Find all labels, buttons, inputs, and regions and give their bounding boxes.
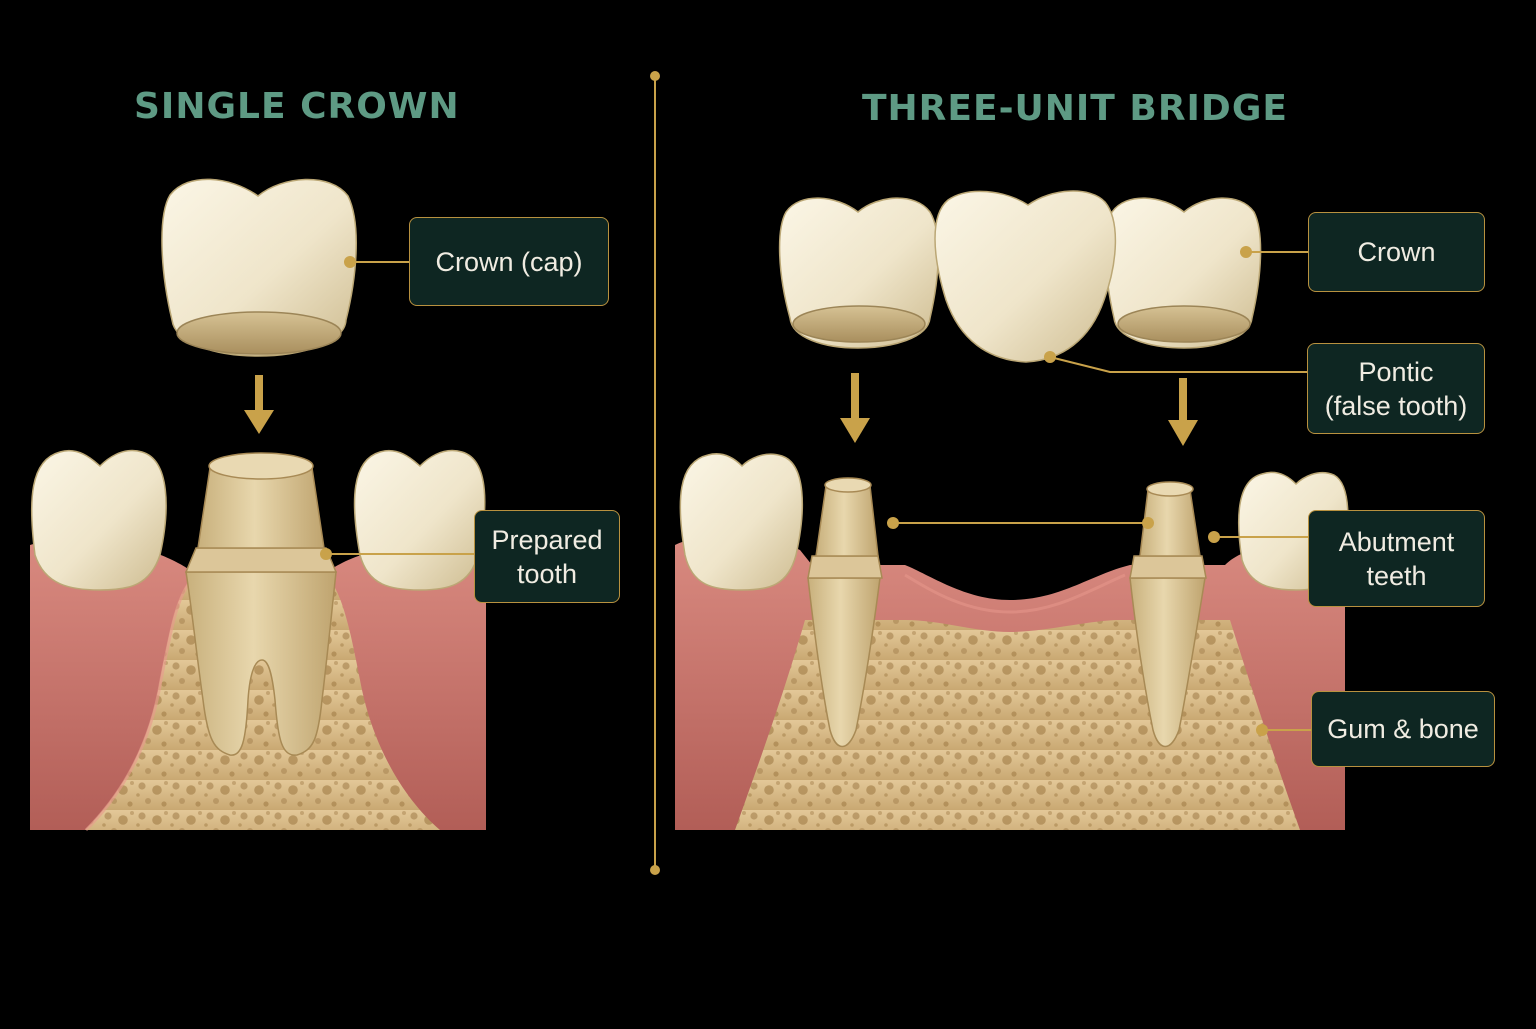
single-crown-title: SINGLE CROWN bbox=[134, 86, 460, 127]
label-abutment-teeth: Abutment teeth bbox=[1308, 510, 1485, 607]
label-crown-cap: Crown (cap) bbox=[409, 217, 609, 306]
neighbor-tooth-right bbox=[353, 449, 486, 591]
gum-bone-block-left bbox=[30, 539, 486, 832]
arrow-down-bridge-right bbox=[1168, 378, 1198, 446]
three-unit-bridge-title: THREE-UNIT BRIDGE bbox=[862, 88, 1288, 129]
leaders-left bbox=[320, 256, 475, 560]
arrow-down-bridge-left bbox=[840, 373, 870, 443]
label-prepared-tooth: Prepared tooth bbox=[474, 510, 620, 603]
neighbor-tooth-left bbox=[30, 449, 167, 591]
neighbor-tooth-bridge-left bbox=[679, 453, 804, 591]
arrow-down-left bbox=[244, 375, 274, 434]
abutment-tooth-left bbox=[807, 477, 883, 748]
crown-cap-illustration bbox=[161, 178, 357, 357]
bridge-illustration bbox=[778, 190, 1262, 363]
abutment-tooth-right bbox=[1129, 481, 1207, 748]
center-divider bbox=[650, 71, 660, 875]
leaders-right bbox=[887, 246, 1311, 736]
label-crown: Crown bbox=[1308, 212, 1485, 292]
label-gum-bone: Gum & bone bbox=[1311, 691, 1495, 767]
prepared-tooth-illustration bbox=[184, 452, 338, 756]
label-pontic: Pontic (false tooth) bbox=[1307, 343, 1485, 434]
